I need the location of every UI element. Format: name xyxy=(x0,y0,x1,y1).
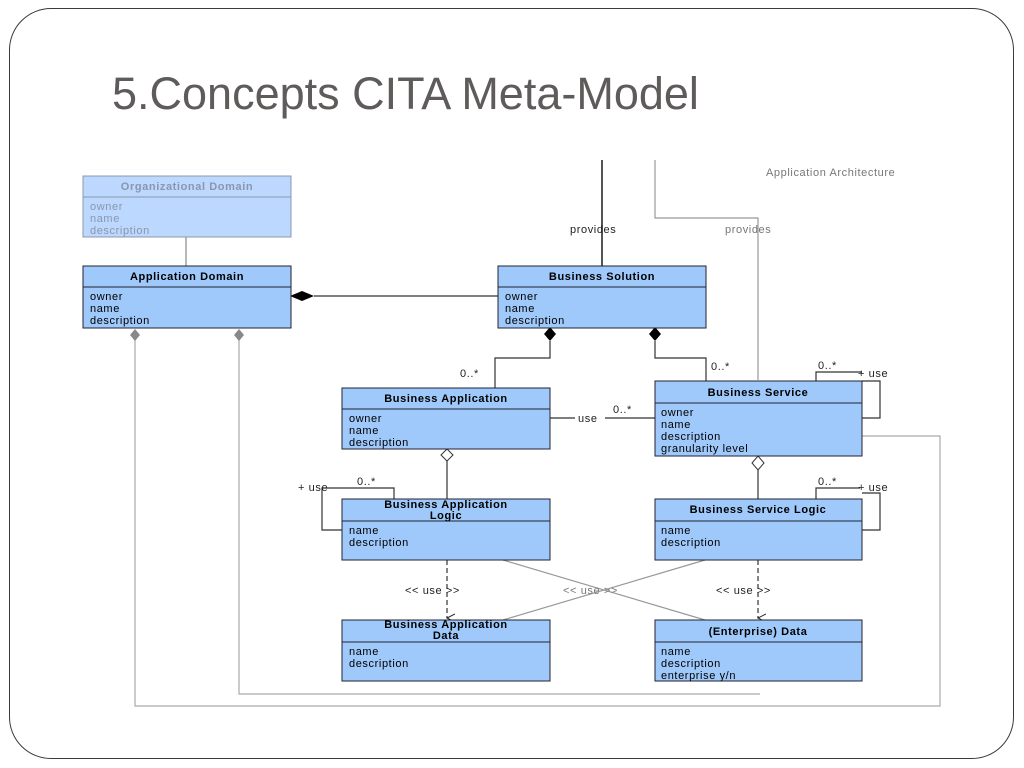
class-attr: owner xyxy=(349,413,382,425)
class-attr: description xyxy=(90,315,150,327)
provides-label-right: provides xyxy=(725,224,771,236)
use-label: use xyxy=(578,413,598,425)
appdomain-inner-loop xyxy=(238,335,760,695)
class-business-application: Business Application owner name descript… xyxy=(341,387,551,450)
class-title: Data xyxy=(433,630,460,642)
class-title: Business Application xyxy=(384,393,507,405)
class-attr: name xyxy=(349,425,379,437)
bsl-self-right xyxy=(862,492,881,531)
class-attr: description xyxy=(349,658,409,670)
aggregation-diamond-bsvc xyxy=(751,455,765,471)
class-title: Business Service xyxy=(708,387,809,399)
class-attr: owner xyxy=(90,291,123,303)
class-attr: description xyxy=(90,225,150,237)
multiplicity-label: 0..* xyxy=(818,360,837,372)
bsl-self-top xyxy=(815,487,860,499)
class-attr: description xyxy=(661,537,721,549)
class-attr: name xyxy=(505,303,535,315)
class-business-solution: Business Solution owner name description xyxy=(497,265,707,329)
multiplicity-label: 0..* xyxy=(613,404,632,416)
connectors xyxy=(134,160,941,707)
bsvc-self-top xyxy=(815,371,862,381)
class-attr: owner xyxy=(505,291,538,303)
multiplicity-label: 0..* xyxy=(357,476,376,488)
class-attr: owner xyxy=(90,201,123,213)
class-attr: description xyxy=(661,658,721,670)
class-attr: granularity level xyxy=(661,443,748,455)
bal-self-top xyxy=(342,487,395,499)
multiplicity-label: 0..* xyxy=(818,476,837,488)
bsolution-bapp-link xyxy=(494,341,551,388)
section-label: Application Architecture xyxy=(766,167,895,179)
class-title: Business Solution xyxy=(549,271,655,283)
class-title: Business Application xyxy=(384,619,507,631)
composition-diamond-appdomain xyxy=(290,291,314,301)
class-attr: owner xyxy=(661,407,694,419)
class-attr: name xyxy=(90,303,120,315)
class-attr: name xyxy=(661,525,691,537)
class-organizational-domain: Organizational Domain owner name descrip… xyxy=(82,175,292,238)
class-business-service: Business Service owner name description … xyxy=(654,380,863,457)
class-attr: description xyxy=(349,537,409,549)
diagram-labels: Application Architecture provides provid… xyxy=(298,167,895,597)
use-stereotype-label: << use >> xyxy=(716,585,771,597)
aggregation-diamond-bapp xyxy=(440,448,454,462)
appdomain-outer-loop xyxy=(134,335,941,707)
bsolution-bsvc-link xyxy=(654,341,707,381)
class-attr: name xyxy=(661,646,691,658)
class-application-domain: Application Domain owner name descriptio… xyxy=(82,265,292,329)
bsl-bad-cross xyxy=(502,559,706,621)
provides-right-line xyxy=(654,160,759,380)
diamond-appdomain-right xyxy=(234,329,244,341)
class-title: Logic xyxy=(430,510,462,522)
diamond-appdomain-left xyxy=(130,329,140,341)
diamonds xyxy=(130,291,765,471)
class-title: Application Domain xyxy=(130,271,244,283)
multiplicity-label: 0..* xyxy=(460,368,479,380)
use-stereotype-label: << use >> xyxy=(405,585,460,597)
class-attr: name xyxy=(349,525,379,537)
provides-label-left: provides xyxy=(570,224,616,236)
class-attr: name xyxy=(661,419,691,431)
composition-diamond-bsol-left xyxy=(544,327,556,341)
class-attr: description xyxy=(505,315,565,327)
class-title: Business Application xyxy=(384,499,507,511)
use-label: + use xyxy=(298,482,328,494)
class-attr: enterprise y/n xyxy=(661,670,736,682)
use-label: + use xyxy=(858,368,888,380)
class-title: Business Service Logic xyxy=(690,504,827,516)
class-title: Organizational Domain xyxy=(121,181,253,193)
use-stereotype-label: << use >> xyxy=(563,585,618,597)
bsvc-self-right xyxy=(862,380,881,419)
class-business-service-logic: Business Service Logic name description xyxy=(654,498,863,561)
class-enterprise-data: (Enterprise) Data name description enter… xyxy=(654,619,863,682)
use-label: + use xyxy=(858,482,888,494)
multiplicity-label: 0..* xyxy=(711,361,730,373)
class-title: (Enterprise) Data xyxy=(709,626,808,638)
slide-title: 5.Concepts CITA Meta-Model xyxy=(112,68,699,119)
composition-diamond-bsol-right xyxy=(649,327,661,341)
class-business-application-data: Business Application Data name descripti… xyxy=(341,619,551,682)
bal-self-left xyxy=(321,487,342,531)
class-attr: name xyxy=(90,213,120,225)
class-business-application-logic: Business Application Logic name descript… xyxy=(341,498,551,561)
class-attr: name xyxy=(349,646,379,658)
class-attr: description xyxy=(349,437,409,449)
class-attr: description xyxy=(661,431,721,443)
